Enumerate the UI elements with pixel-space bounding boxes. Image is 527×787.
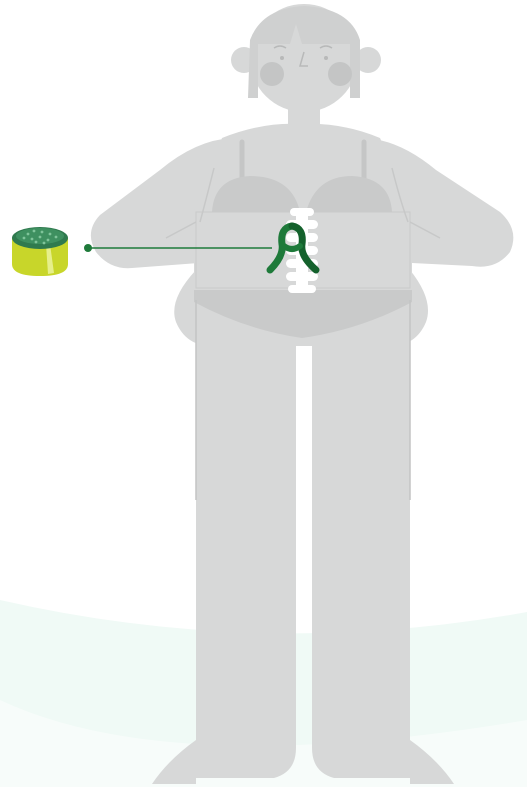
left-eye (280, 56, 284, 60)
left-leg (196, 305, 296, 778)
right-cheek (328, 62, 352, 86)
right-eye (324, 56, 328, 60)
right-leg (312, 305, 410, 778)
tissue-sample-icon[interactable] (12, 227, 68, 276)
left-cheek (260, 62, 284, 86)
